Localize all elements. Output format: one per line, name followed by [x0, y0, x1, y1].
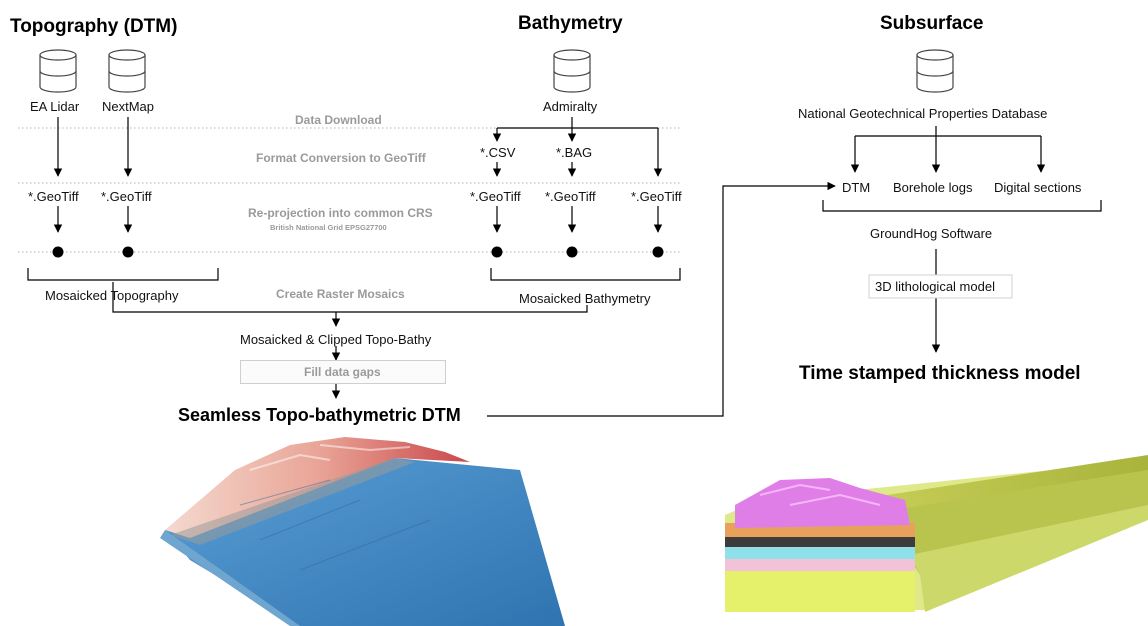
- file-csv: *.CSV: [480, 145, 516, 160]
- output-thickness-model: Time stamped thickness model: [799, 363, 1081, 384]
- mosaic-topography: Mosaicked Topography: [45, 288, 179, 303]
- step-data-download: Data Download: [295, 113, 382, 127]
- fill-gaps-box: [240, 360, 446, 384]
- model-3d-box: [868, 274, 1013, 299]
- database-icon: [39, 49, 954, 93]
- subsurface-digital-sections: Digital sections: [994, 180, 1082, 195]
- file-bag: *.BAG: [556, 145, 593, 160]
- heading-bathymetry: Bathymetry: [518, 13, 623, 34]
- source-ngpd: National Geotechnical Properties Databas…: [798, 106, 1048, 121]
- dots: [52, 246, 664, 258]
- file-geotiff-bag: *.GeoTiff: [545, 189, 596, 204]
- file-geotiff-csv: *.GeoTiff: [470, 189, 521, 204]
- step-create-mosaics: Create Raster Mosaics: [276, 287, 405, 301]
- heading-subsurface: Subsurface: [880, 13, 984, 34]
- mosaic-bathymetry: Mosaicked Bathymetry: [519, 291, 651, 306]
- heading-topography: Topography (DTM): [10, 16, 178, 37]
- step-format-conversion: Format Conversion to GeoTiff: [256, 151, 426, 165]
- step-fill-gaps: Fill data gaps: [304, 365, 381, 379]
- subsurface-borehole-logs: Borehole logs: [893, 180, 973, 195]
- source-nextmap: NextMap: [102, 99, 155, 114]
- file-geotiff-direct: *.GeoTiff: [631, 189, 682, 204]
- thickness-model-image: [725, 455, 1148, 612]
- mosaic-clipped: Mosaicked & Clipped Topo-Bathy: [240, 332, 432, 347]
- topo-bathy-dtm-image: [160, 437, 565, 626]
- file-geotiff-ea: *.GeoTiff: [28, 189, 79, 204]
- subsurface-model-3d: 3D lithological model: [875, 279, 995, 294]
- source-ea-lidar: EA Lidar: [30, 99, 80, 114]
- file-geotiff-nextmap: *.GeoTiff: [101, 189, 152, 204]
- step-reprojection-crs: British National Grid EPSG27700: [270, 223, 387, 232]
- subsurface-software: GroundHog Software: [870, 226, 993, 241]
- source-admiralty: Admiralty: [543, 99, 598, 114]
- arrows: [27, 117, 1102, 417]
- step-reprojection: Re-projection into common CRS: [248, 206, 433, 220]
- output-seamless-dtm: Seamless Topo-bathymetric DTM: [178, 405, 461, 425]
- subsurface-dtm: DTM: [842, 180, 871, 195]
